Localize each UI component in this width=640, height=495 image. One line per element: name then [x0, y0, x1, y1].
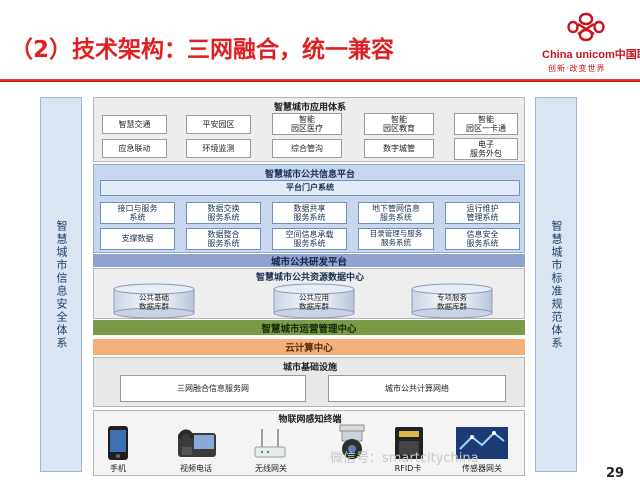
application-layer: 智慧城市应用体系 智慧交通 平安园区 智能 园区医疗 智能 园区教育 智能 园区…: [93, 97, 525, 162]
database-cluster-label: 公共应用 数据库群: [299, 293, 329, 311]
device-label: 视频电话: [180, 464, 212, 473]
title-divider: [0, 79, 640, 82]
network-cell: 三网融合信息服务网: [120, 375, 306, 402]
platform-service-cell: 目录管理与服务 服务系统: [358, 228, 434, 250]
platform-service-cell: 支撑数据: [100, 228, 175, 250]
china-unicom-logo: China unicom中国联通 创新·改变世界: [516, 12, 640, 76]
app-cell: 电子 服务外包: [454, 138, 518, 160]
device-label: 手机: [110, 464, 126, 473]
sensor-gateway-icon: [456, 427, 508, 459]
platform-service-cell: 空间信息承载 服务系统: [272, 228, 347, 250]
database-icon: [411, 283, 493, 319]
wechat-watermark: 微信号：smartcitychina: [330, 451, 479, 466]
public-info-platform-title: 智慧城市公共信息平台: [264, 170, 355, 180]
platform-service-cell: 信息安全 服务系统: [445, 228, 520, 250]
rfid-card-icon: [395, 427, 423, 459]
data-center-title: 智慧城市公共资源数据中心: [255, 273, 364, 283]
security-system-label: 智慧城市信息安全体系: [55, 219, 68, 350]
platform-service-cell: 数据共享 服务系统: [272, 202, 347, 224]
app-cell: 数字城管: [364, 139, 434, 158]
database-icon: [113, 283, 195, 319]
operations-management-center: 智慧城市运营管理中心: [93, 320, 525, 335]
app-cell: 应急联动: [102, 139, 167, 158]
platform-service-cell: 接口与服务 系统: [100, 202, 175, 224]
cloud-computing-center: 云计算中心: [93, 339, 525, 355]
app-cell: 智慧交通: [102, 115, 167, 134]
database-cluster-label: 公共基础 数据库群: [139, 293, 169, 311]
surveillance-camera-icon: [339, 424, 365, 459]
city-infrastructure: 城市基础设施 三网融合信息服务网 城市公共计算网络: [93, 357, 525, 407]
security-system-sidebar: 智慧城市信息安全体系: [40, 97, 82, 472]
logo-slogan: 创新·改变世界: [548, 64, 606, 73]
device-label: 传感器网关: [462, 464, 502, 473]
logo-brand-text: China unicom中国联通: [542, 49, 640, 61]
platform-service-cell: 地下管网信息 服务系统: [358, 202, 434, 224]
platform-service-cell: 数据整合 服务系统: [186, 228, 261, 250]
application-layer-title: 智慧城市应用体系: [273, 103, 346, 113]
slide-title: （2）技术架构：三网融合，统一兼容: [10, 37, 395, 63]
database-cluster-label: 专项服务 数据库群: [437, 293, 467, 311]
wireless-gateway-icon: [254, 429, 286, 458]
app-cell: 智能 园区医疗: [272, 113, 342, 135]
app-cell: 平安园区: [186, 115, 251, 134]
unicom-knot-icon: [567, 12, 605, 42]
standards-system-label: 智慧城市标准规范体系: [550, 219, 563, 350]
network-cell: 城市公共计算网络: [328, 375, 506, 402]
app-cell: 综合管沟: [272, 139, 342, 158]
iot-terminals: 物联网感知终端 手机 视频电话 无线网关 RFID卡: [93, 410, 525, 476]
page-number: 29: [606, 466, 625, 481]
public-resource-data-center: 智慧城市公共资源数据中心 公共基础 数据库群 公共应用 数据库群 专项服务 数据…: [93, 268, 525, 319]
database-cylinders: [113, 283, 493, 319]
mobile-phone-icon: [108, 426, 128, 460]
app-cell: 智能 园区教育: [364, 113, 434, 135]
platform-service-cell: 数据交换 服务系统: [186, 202, 261, 224]
infrastructure-title: 城市基础设施: [282, 363, 337, 373]
public-info-platform: 智慧城市公共信息平台 平台门户系统 接口与服务 系统 数据交换 服务系统 数据共…: [93, 164, 525, 253]
video-phone-icon: [178, 429, 216, 457]
platform-service-cell: 运行维护 管理系统: [445, 202, 520, 224]
database-icon: [273, 283, 355, 319]
app-cell: 环境监测: [186, 139, 251, 158]
device-label: RFID卡: [394, 464, 422, 473]
standards-system-sidebar: 智慧城市标准规范体系: [535, 97, 577, 472]
platform-portal-system: 平台门户系统: [100, 180, 520, 196]
public-rd-platform: 城市公共研发平台: [93, 254, 525, 268]
device-label: 无线网关: [255, 464, 287, 473]
app-cell: 智能 园区一卡通: [454, 113, 518, 135]
iot-terminals-title: 物联网感知终端: [278, 415, 342, 425]
